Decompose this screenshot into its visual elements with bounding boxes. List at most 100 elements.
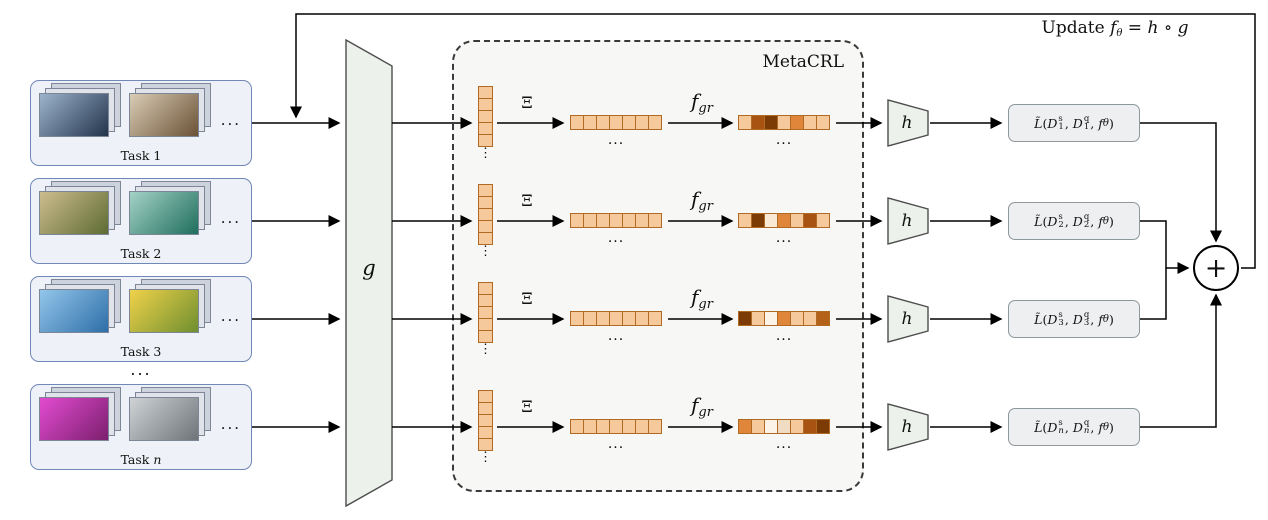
feature-vector-cells (478, 86, 493, 147)
ellipsis: ... (607, 436, 625, 452)
feature-cell (816, 115, 830, 130)
feature-cell (790, 213, 804, 228)
more-tasks-ellipsis: ... (130, 360, 152, 379)
photo-stack (39, 83, 125, 143)
photo-dog (39, 191, 109, 235)
paren: ( (1042, 115, 1048, 131)
feature-cell (738, 213, 752, 228)
f-letter: f (1098, 311, 1103, 327)
paren: ) (1108, 419, 1114, 435)
photo-stack (39, 279, 125, 339)
caption-number: 2 (153, 246, 162, 261)
more-photos-ellipsis: ... (220, 307, 241, 325)
equals: = (1127, 18, 1143, 38)
feature-vector-cells (478, 390, 493, 451)
comma: , (1090, 115, 1095, 131)
dataset-letter: D (1072, 115, 1083, 131)
feature-vector: ⋮ (478, 282, 493, 356)
feature-cell (622, 213, 636, 228)
dataset-letter: D (1047, 115, 1058, 131)
theta-sub: θ (1102, 313, 1109, 325)
comma: , (1090, 213, 1095, 229)
factor-cells-output (738, 213, 830, 228)
dataset-letter: D (1072, 419, 1083, 435)
xi-operator-label: Ξ (521, 289, 533, 308)
fgr-sub: gr (698, 199, 713, 214)
fgr-label: fgr (664, 285, 740, 312)
fgr-sub: gr (698, 297, 713, 312)
feature-vector-cells (478, 184, 493, 245)
feature-cell (596, 115, 610, 130)
loss-letter: L̃ (1034, 419, 1043, 435)
feature-cell (583, 115, 597, 130)
feature-cell (609, 213, 623, 228)
factor-cells-input (570, 115, 662, 130)
feature-cell (609, 115, 623, 130)
feature-vector: ⋮ (478, 86, 493, 161)
feature-cell (570, 419, 584, 434)
feature-cell (570, 213, 584, 228)
photo-stack (129, 83, 215, 143)
xi-operator-label: Ξ (521, 191, 533, 210)
photo-sunflowers (129, 289, 199, 333)
feature-cell (738, 115, 752, 130)
task-index: 1 (1083, 122, 1090, 132)
f-letter: f (1098, 419, 1103, 435)
ellipsis: ... (607, 328, 625, 344)
paren: ( (1042, 419, 1048, 435)
caption-word: Task (120, 246, 150, 261)
feature-vector-cells (478, 282, 493, 343)
sup-s: s (1058, 113, 1063, 124)
factor-cells-output (738, 419, 830, 434)
feature-cell (596, 419, 610, 434)
task-index: n (1083, 426, 1090, 436)
feature-cell (478, 438, 493, 451)
sup-q: q (1083, 113, 1090, 124)
task-caption: Task 3 (31, 344, 251, 359)
feature-cell (816, 419, 830, 434)
feature-cell (622, 419, 636, 434)
feature-cell (777, 419, 791, 434)
fgr-f: f (691, 187, 699, 211)
photo-hummingbird (129, 191, 199, 235)
feature-cell (764, 115, 778, 130)
task-caption: Task n (31, 452, 251, 467)
feature-cell (790, 115, 804, 130)
vertical-ellipsis: ⋮ (479, 450, 492, 465)
feature-cell (478, 330, 493, 343)
vertical-ellipsis: ⋮ (479, 146, 492, 161)
feature-cell (803, 213, 817, 228)
feature-cell (635, 213, 649, 228)
task-card-3: ... Task 3 (30, 276, 252, 362)
caption-word: Task (120, 452, 150, 467)
caption-word: Task (120, 344, 150, 359)
h-head-label: h (901, 211, 913, 231)
more-photos-ellipsis: ... (220, 209, 241, 227)
g-encoder-label: g (362, 256, 376, 280)
feature-cell (570, 311, 584, 326)
feature-vector: ⋮ (478, 390, 493, 465)
task-index: 3 (1083, 318, 1090, 328)
ellipsis: ... (607, 132, 625, 148)
h-head-trapezoids (887, 99, 929, 451)
sup-q: q (1083, 211, 1090, 222)
caption-number: 1 (153, 148, 162, 163)
ellipsis: ... (607, 230, 625, 246)
feature-cell (648, 419, 662, 434)
paren: ( (1042, 213, 1048, 229)
comma: , (1064, 419, 1069, 435)
dataset-letter: D (1047, 311, 1058, 327)
photo-car (39, 93, 109, 137)
h-head-label: h (901, 113, 913, 133)
task-index: 2 (1058, 220, 1064, 230)
feature-cell (751, 311, 765, 326)
feature-cell (751, 419, 765, 434)
metacrl-label: MetaCRL (762, 52, 844, 72)
xi-operator-label: Ξ (521, 93, 533, 112)
